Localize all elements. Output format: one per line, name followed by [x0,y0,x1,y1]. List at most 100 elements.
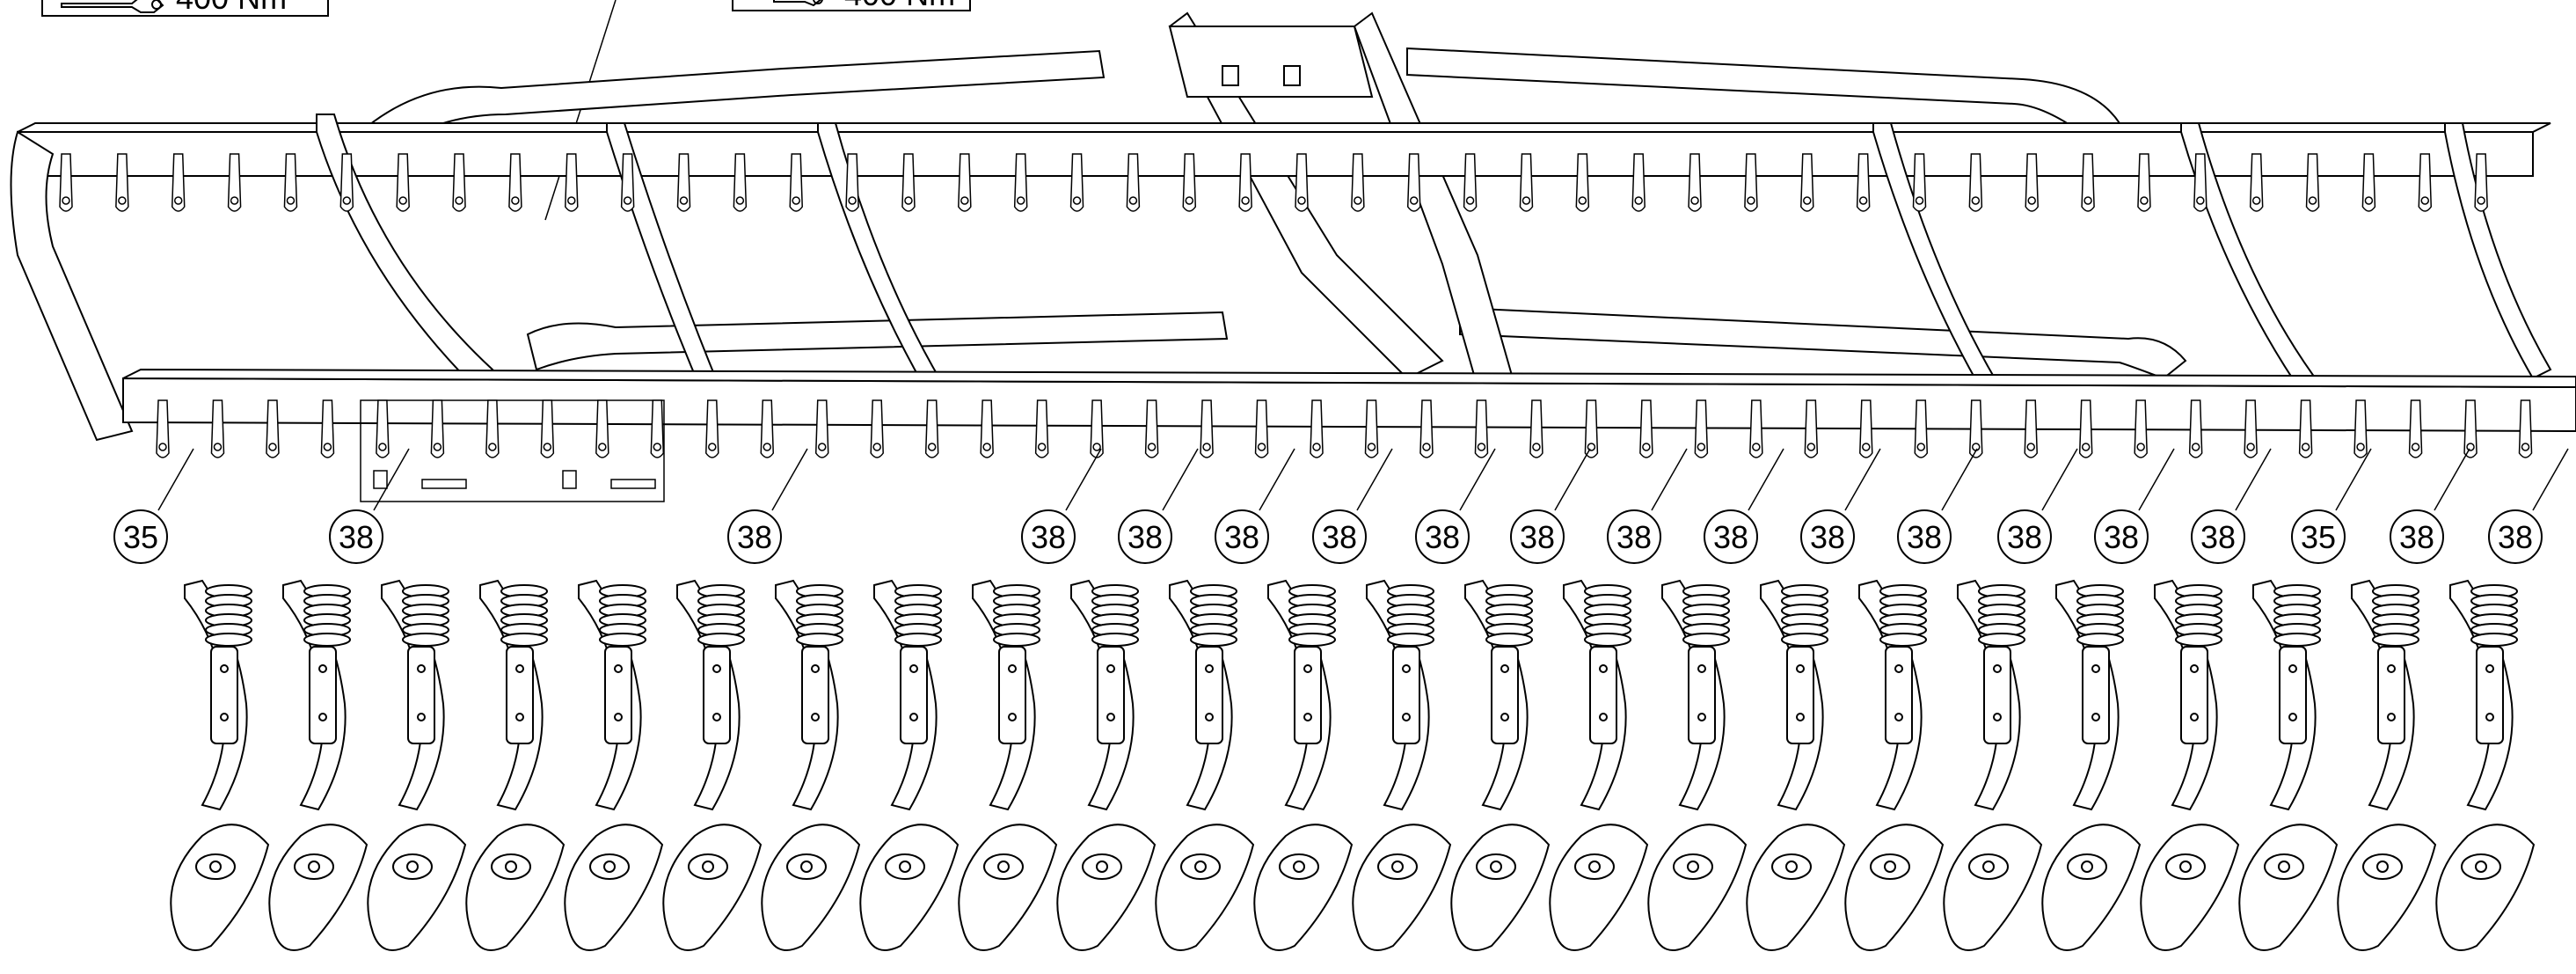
torque-wrench-icon [773,0,823,7]
beam-clamp [1912,153,1927,212]
callout-balloon: 38 [1510,509,1565,564]
spring-tine [367,579,467,951]
beam-clamp [2361,153,2376,212]
callout-number: 38 [339,519,374,555]
spring-tine [2041,579,2142,951]
beam-clamp [924,399,939,458]
beam-clamp [2298,399,2313,458]
beam-clamp [650,399,665,458]
callout-balloon: 38 [2094,509,2149,564]
callout-balloon: 38 [2488,509,2543,564]
beam-clamp [1406,153,1421,212]
spring-tine [1746,579,1846,951]
callout-number: 38 [1425,519,1460,555]
spring-tine [1352,579,1452,951]
beam-clamp [2474,153,2488,212]
callout-balloon: 38 [1215,509,1269,564]
beam-clamp [2408,399,2423,458]
spring-tine [1943,579,2043,951]
callout-balloon: 38 [1704,509,1758,564]
callout-balloon: 38 [1021,509,1076,564]
beam-clamp [2463,399,2477,458]
callout-leader [373,448,410,511]
beam-clamp [227,153,242,212]
beam-clamp [2025,153,2039,212]
spring-tine [2238,579,2339,951]
beam-clamp [376,399,390,458]
beam-clamp [2518,399,2533,458]
beam-clamp [1968,153,1983,212]
beam-clamp [1144,399,1159,458]
callout-balloon: 38 [2390,509,2444,564]
callout-balloon: 38 [1415,509,1470,564]
callout-balloon: 38 [1897,509,1952,564]
callout-leader [2041,448,2078,511]
callout-leader [2235,448,2272,511]
callout-number: 38 [1322,519,1357,555]
beam-clamp [452,153,466,212]
beam-clamp [1351,153,1365,212]
callout-balloon: 38 [329,509,383,564]
callout-number: 38 [2104,519,2139,555]
beam-clamp [1090,399,1104,458]
callout-balloon: 38 [727,509,782,564]
callout-leader [1941,448,1978,511]
callout-leader [1065,448,1102,511]
spring-tine [564,579,664,951]
beam-clamp [2024,399,2038,458]
beam-clamp [508,153,522,212]
beam-clamp [430,399,445,458]
callout-leader [2532,448,2569,511]
callout-number: 38 [1713,519,1748,555]
callout-number: 35 [123,519,158,555]
spring-tine [170,579,270,951]
beam-clamp [283,153,298,212]
beam-clamp [396,153,410,212]
spring-tine [2435,579,2536,951]
beam-clamp [2134,399,2148,458]
beam-clamp [1800,153,1814,212]
beam-clamp [565,153,579,212]
spring-tine [761,579,861,951]
beam-clamp [1914,399,1929,458]
callout-number: 38 [1224,519,1259,555]
beam-clamp [1182,153,1197,212]
beam-clamp [845,153,859,212]
beam-clamp [1310,399,1324,458]
spring-tine [958,579,1058,951]
beam-clamp [1631,153,1646,212]
beam-clamp [2305,153,2320,212]
callout-leader [1259,448,1295,511]
beam-clamp [789,153,803,212]
spring-tine [1549,579,1649,951]
callout-number: 38 [2399,519,2434,555]
beam-clamp [266,399,280,458]
fastener-kit-frame [360,399,665,502]
front-beam [122,368,2576,433]
beam-clamp [760,399,775,458]
callout-number: 38 [1616,519,1652,555]
beam-clamp [210,399,225,458]
beam-clamp [1295,153,1309,212]
torque-box-right: 400 Nm [732,0,971,12]
beam-clamp [485,399,500,458]
spring-tine [1647,579,1748,951]
callout-balloon: 38 [1312,509,1367,564]
beam-clamp [2353,399,2368,458]
callout-balloon: 38 [2191,509,2245,564]
beam-clamp [171,153,186,212]
beam-clamp [1519,153,1534,212]
beam-clamp [2137,153,2151,212]
callout-leader [1651,448,1688,511]
beam-clamp [115,153,129,212]
beam-clamp [1639,399,1653,458]
beam-clamp [901,153,916,212]
beam-clamp [1463,153,1478,212]
upper-link-arms [359,47,2187,380]
beam-clamp [980,399,994,458]
beam-clamp [2418,153,2433,212]
beam-clamp [2193,153,2207,212]
callout-leader [1162,448,1199,511]
